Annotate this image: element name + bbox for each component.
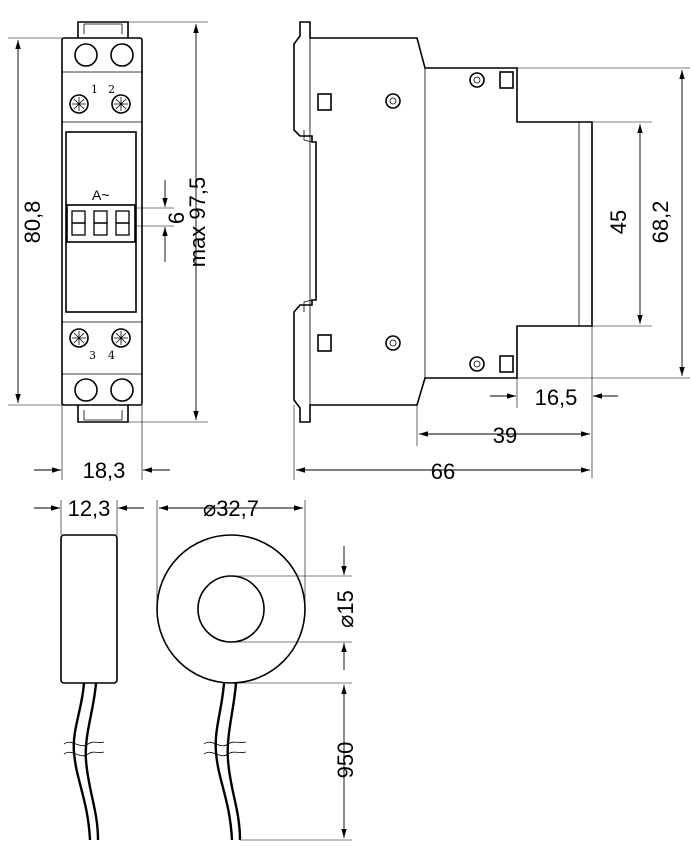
dim-height-max: max 97,5 bbox=[185, 177, 210, 268]
terminal-label-2: 2 bbox=[108, 83, 115, 96]
unit-label: A~ bbox=[92, 187, 110, 203]
sensor-rect: 12,3 bbox=[34, 496, 144, 841]
led-display bbox=[66, 204, 136, 243]
dim-side-height: 68,2 bbox=[648, 201, 673, 244]
dim-side-depth-total: 66 bbox=[431, 459, 455, 484]
dim-side-depth-front: 39 bbox=[493, 423, 517, 448]
dim-side-step: 16,5 bbox=[535, 385, 578, 410]
terminal-label-4: 4 bbox=[108, 349, 115, 362]
dim-width-front: 18,3 bbox=[83, 458, 126, 483]
dim-height-front: 80,8 bbox=[20, 201, 45, 244]
dim-toroid-outer-dia: ⌀32,7 bbox=[203, 496, 259, 521]
terminal-screw-2 bbox=[111, 94, 131, 114]
terminal-label-3: 3 bbox=[89, 349, 96, 362]
seven-segment-digits bbox=[71, 210, 130, 236]
side-view bbox=[293, 21, 593, 423]
toroid-sensor: ⌀32,7 ⌀15 950 bbox=[156, 496, 358, 841]
display-window bbox=[65, 131, 137, 313]
side-dimensions: 68,2 45 16,5 39 66 bbox=[293, 67, 690, 484]
dim-digit-height: 6 bbox=[164, 212, 189, 224]
dim-sensor-width: 12,3 bbox=[68, 496, 111, 521]
dim-side-inner-height: 45 bbox=[606, 210, 631, 234]
terminal-screw-3 bbox=[69, 328, 89, 348]
front-dimensions: 80,8 max 97,5 6 18,3 bbox=[8, 21, 210, 483]
dim-cable-length: 950 bbox=[333, 742, 358, 779]
terminal-screw-1 bbox=[69, 94, 89, 114]
front-view: 1 2 3 4 A~ 888 bbox=[61, 21, 143, 423]
terminal-label-1: 1 bbox=[91, 83, 98, 96]
terminal-screw-4 bbox=[111, 328, 131, 348]
dim-toroid-inner-dia: ⌀15 bbox=[333, 590, 358, 628]
